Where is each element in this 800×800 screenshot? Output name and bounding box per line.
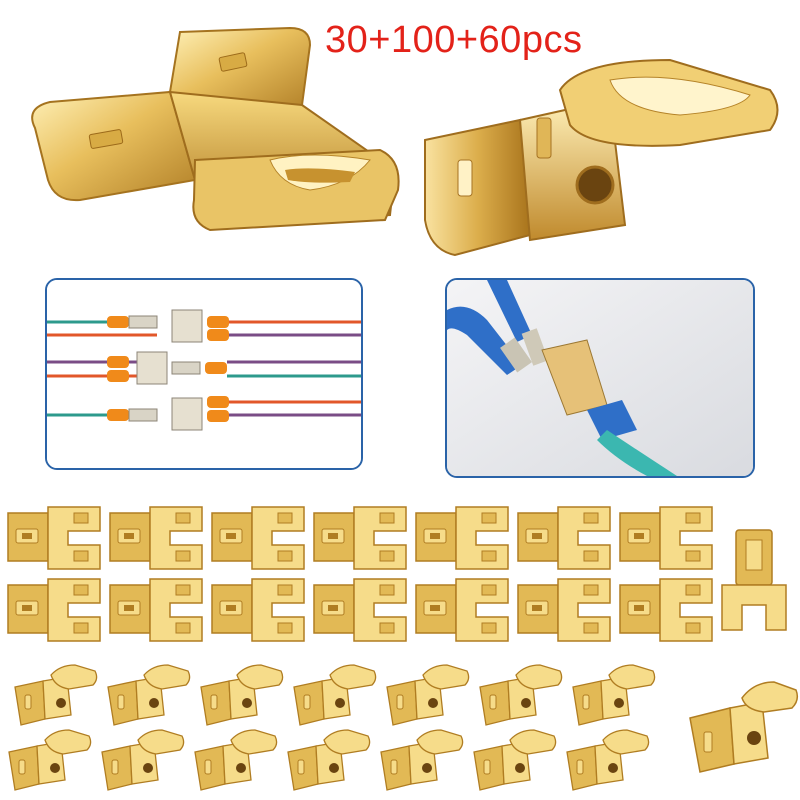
bent-connector (386, 664, 470, 726)
flat-connector (7, 578, 101, 642)
headline: 30+100+60pcs (325, 19, 583, 61)
bent-connector (566, 729, 650, 791)
flat-connector (313, 506, 407, 570)
flat-connector (415, 506, 509, 570)
bent-connector (8, 729, 92, 791)
flat-connector (619, 506, 713, 570)
flat-connector (211, 578, 305, 642)
flat-connector (313, 578, 407, 642)
bent-connector (194, 729, 278, 791)
bent-connectors-grid (0, 660, 800, 800)
flat-connector (517, 506, 611, 570)
flat-connector (109, 578, 203, 642)
bent-connector (479, 664, 563, 726)
connector-demo-photo (445, 278, 755, 478)
bent-connector (200, 664, 284, 726)
flat-connector (619, 578, 713, 642)
bent-connector (101, 729, 185, 791)
flat-connector-closeup (10, 10, 410, 250)
flat-connector (415, 578, 509, 642)
flat-connector-upright (721, 529, 787, 631)
flat-connector (7, 506, 101, 570)
bent-connector-closeup (410, 50, 790, 270)
flat-connector (211, 506, 305, 570)
flat-connectors-grid (0, 500, 800, 645)
bent-connector (380, 729, 464, 791)
bent-connector (473, 729, 557, 791)
bent-connector (572, 664, 656, 726)
bent-connector (107, 664, 191, 726)
bent-connector (287, 729, 371, 791)
bent-connector (14, 664, 98, 726)
flat-connector (517, 578, 611, 642)
wiring-diagram-photo (45, 278, 363, 470)
bent-connector-large (689, 681, 799, 773)
flat-connector (109, 506, 203, 570)
bent-connector (293, 664, 377, 726)
